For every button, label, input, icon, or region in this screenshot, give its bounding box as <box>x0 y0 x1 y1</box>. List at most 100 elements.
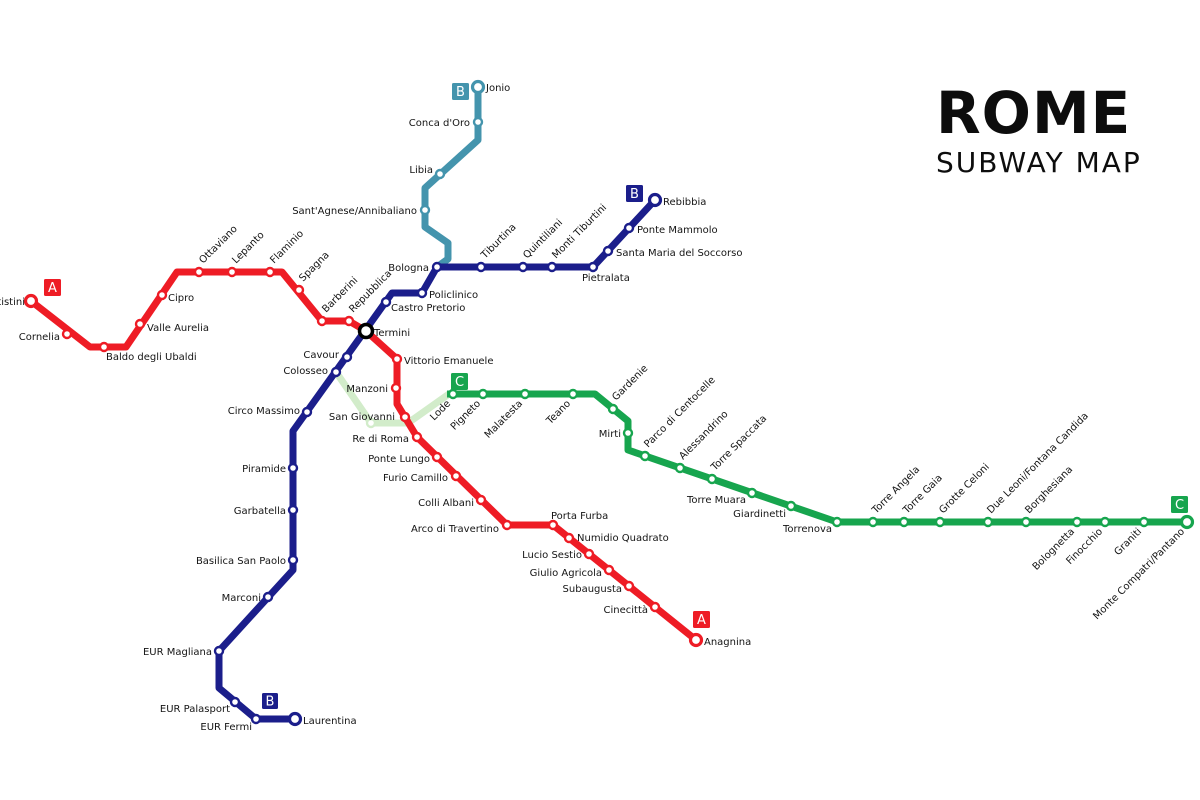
station-garbatella <box>287 504 299 516</box>
station-rebibbia <box>647 192 663 208</box>
station-label-jonio: Jonio <box>485 83 510 94</box>
station-label-lucio-sestio: Lucio Sestio <box>522 550 582 561</box>
station-label-cinecitt: Cinecittà <box>604 604 649 616</box>
line-path-b1 <box>421 87 482 270</box>
station-label-conca-d-oro: Conca d'Oro <box>409 118 470 129</box>
station-colli-albani <box>475 494 487 506</box>
line-path-c-construction <box>333 370 452 427</box>
line-badge-label-b-2: B <box>456 85 465 100</box>
station-grotte-celoni <box>934 516 946 528</box>
station-label-numidio-quadrato: Numidio Quadrato <box>577 533 669 544</box>
station-label-monte-compatri-pantano: Monte Compatri/Pantano <box>1091 526 1187 622</box>
station-lode <box>447 388 459 400</box>
station-label-re-di-roma: Re di Roma <box>352 434 409 445</box>
station-repubblica <box>343 315 355 327</box>
station-label-valle-aurelia: Valle Aurelia <box>147 323 209 334</box>
line-path-a <box>28 268 699 643</box>
station-parco-di-centocelle <box>639 450 651 462</box>
station-label-ponte-mammolo: Ponte Mammolo <box>637 225 718 236</box>
station-label-spagna: Spagna <box>297 250 331 284</box>
station-malatesta <box>519 388 531 400</box>
station-label-colosseo: Colosseo <box>283 366 328 377</box>
station-sant-agnese-annibaliano <box>419 204 431 216</box>
station-monti-tiburtini <box>546 261 558 273</box>
station-label-eur-palasport: EUR Palasport <box>160 704 230 715</box>
station-label-anagnina: Anagnina <box>704 637 751 648</box>
line-badge-b-4 <box>262 693 278 709</box>
station-arco-di-travertino <box>501 519 513 531</box>
station-label-manzoni: Manzoni <box>346 384 388 395</box>
station-label-libia: Libia <box>409 165 433 176</box>
line-badge-c-5 <box>451 373 468 390</box>
station-pigneto <box>477 388 489 400</box>
station-label-porta-furba: Porta Furba <box>551 511 608 522</box>
station-circo-massimo <box>301 406 313 418</box>
station-finocchio <box>1099 516 1111 528</box>
station-label-eur-fermi: EUR Fermi <box>200 722 252 733</box>
station-laurentina <box>287 711 303 727</box>
station-torre-gaia <box>898 516 910 528</box>
station-label-piramide: Piramide <box>242 464 286 475</box>
station-label-santa-maria-del-soccorso: Santa Maria del Soccorso <box>616 248 742 259</box>
station-mirti <box>622 427 634 439</box>
line-badge-label-c-6: C <box>1175 498 1184 513</box>
station-colosseo <box>330 366 342 378</box>
station-label-garbatella: Garbatella <box>234 506 286 517</box>
station-bologna <box>431 261 443 273</box>
station-san-giovanni <box>365 417 377 429</box>
station-basilica-san-paolo <box>287 554 299 566</box>
station-baldo-degli-ubaldi <box>98 341 110 353</box>
station-jonio <box>470 79 486 95</box>
station-cipro <box>156 289 168 301</box>
line-badge-b-2 <box>452 83 469 100</box>
station-torre-muara <box>746 487 758 499</box>
station-label-ponte-lungo: Ponte Lungo <box>368 454 430 465</box>
station-label-monti-tiburtini: Monti Tiburtini <box>550 202 609 261</box>
station-quintiliani <box>517 261 529 273</box>
station-bolognetta <box>1071 516 1083 528</box>
map-title: ROME <box>936 79 1132 147</box>
station-due-leoni-fontana-candida <box>982 516 994 528</box>
station-flaminio <box>264 266 276 278</box>
station-label-basilica-san-paolo: Basilica San Paolo <box>196 556 286 567</box>
station-label-san-giovanni: San Giovanni <box>329 412 395 423</box>
station-label-gardenie: Gardenie <box>610 363 650 403</box>
station-label-mirti: Mirti <box>599 429 621 440</box>
station-label-pigneto: Pigneto <box>449 398 483 432</box>
station-label-cipro: Cipro <box>168 293 194 304</box>
station-label-giulio-agricola: Giulio Agricola <box>530 568 602 579</box>
station-label-giardinetti: Giardinetti <box>733 509 786 520</box>
station-label-torrenova: Torrenova <box>782 524 832 535</box>
station-tiburtina <box>475 261 487 273</box>
map-title-block: ROME SUBWAY MAP <box>936 84 1142 179</box>
station-label-termini: Termini <box>373 328 410 339</box>
line-badge-a-1 <box>693 611 710 628</box>
station-label-vittorio-emanuele: Vittorio Emanuele <box>404 356 494 367</box>
station-conca-d-oro <box>472 116 484 128</box>
station-eur-fermi <box>250 713 262 725</box>
station-label-cavour: Cavour <box>303 350 339 361</box>
station-porta-furba <box>547 519 559 531</box>
station-ponte-mammolo <box>623 222 635 234</box>
station-label-cornelia: Cornelia <box>19 332 60 343</box>
station-label-rebibbia: Rebibbia <box>663 197 706 208</box>
station-label-pietralata: Pietralata <box>582 273 630 284</box>
station-label-baldo-degli-ubaldi: Baldo degli Ubaldi <box>106 352 197 363</box>
station-torre-spaccata <box>706 473 718 485</box>
station-manzoni <box>390 382 402 394</box>
station-label-castro-pretorio: Castro Pretorio <box>391 303 465 314</box>
station-label-circo-massimo: Circo Massimo <box>228 406 300 417</box>
station-anagnina <box>688 632 704 648</box>
station-re-di-roma <box>411 431 423 443</box>
station-label-policlinico: Policlinico <box>429 290 478 301</box>
station-barberini <box>316 315 328 327</box>
station-gardenie <box>607 403 619 415</box>
map-subtitle: SUBWAY MAP <box>936 146 1142 179</box>
station-policlinico <box>416 287 428 299</box>
station-label-bologna: Bologna <box>388 263 429 274</box>
station-label-grotte-celoni: Grotte Celoni <box>937 462 992 517</box>
station-alessandrino <box>674 462 686 474</box>
station-cinecitt <box>649 601 661 613</box>
